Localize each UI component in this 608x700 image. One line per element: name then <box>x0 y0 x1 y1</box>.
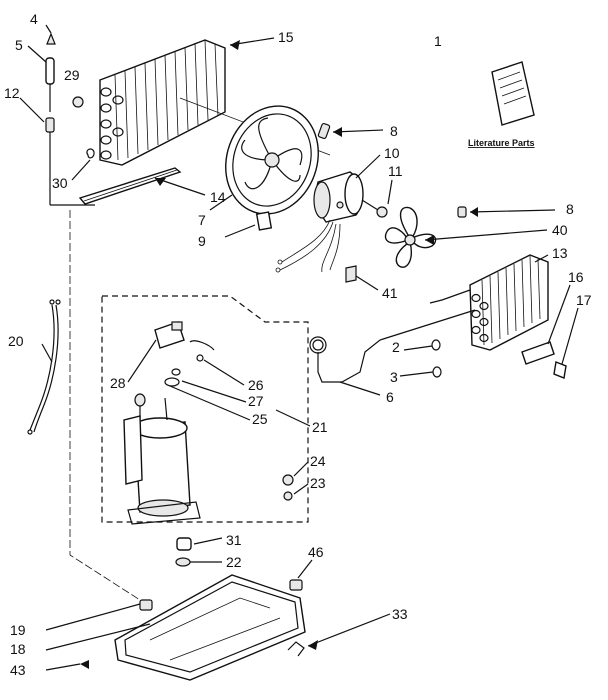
motor-wires <box>275 219 341 273</box>
literature-parts-label: Literature Parts <box>468 138 535 148</box>
label-28: 28 <box>110 375 126 391</box>
overload-28 <box>154 321 185 349</box>
bracket-33 <box>287 641 305 657</box>
label-16: 16 <box>568 269 584 285</box>
tubing <box>309 309 476 383</box>
evaporator-coil <box>429 254 549 351</box>
label-25: 25 <box>252 411 268 427</box>
label-1: 1 <box>434 33 442 49</box>
label-46: 46 <box>308 544 324 560</box>
label-23: 23 <box>310 475 326 491</box>
clip-17 <box>553 361 567 379</box>
filter-16 <box>521 341 555 365</box>
thermostat-probe <box>45 32 95 206</box>
fan-motor <box>313 171 379 223</box>
clip-30 <box>86 148 95 159</box>
label-41: 41 <box>382 285 398 301</box>
label-19: 19 <box>10 622 26 638</box>
label-12: 12 <box>4 85 20 101</box>
assembly-guide-line <box>69 210 141 601</box>
label-4: 4 <box>30 11 38 27</box>
label-21: 21 <box>312 419 328 435</box>
gasket-14 <box>78 167 182 205</box>
label-26: 26 <box>248 377 264 393</box>
label-11: 11 <box>388 163 403 179</box>
part-labels: 1 Literature Parts 2 3 4 5 6 7 8 8 9 10 … <box>4 11 592 678</box>
grommet-29 <box>72 96 84 108</box>
terminal-parts <box>164 340 215 387</box>
label-8-lower: 8 <box>566 201 574 217</box>
base-pan <box>114 574 306 681</box>
condenser-coil <box>99 39 226 166</box>
bracket-9 <box>255 211 273 231</box>
label-43: 43 <box>10 662 26 678</box>
label-15: 15 <box>278 29 294 45</box>
literature-booklet <box>491 61 535 126</box>
label-14: 14 <box>210 189 226 205</box>
label-7: 7 <box>198 212 206 228</box>
mount-41 <box>345 265 357 283</box>
nut-11 <box>376 206 388 218</box>
washer-23 <box>283 491 293 501</box>
label-30: 30 <box>52 175 68 191</box>
label-17: 17 <box>576 292 592 308</box>
clip-8-upper <box>317 123 331 139</box>
label-27: 27 <box>248 393 264 409</box>
label-18: 18 <box>10 641 26 657</box>
arrowheads <box>80 40 478 669</box>
label-22: 22 <box>226 554 242 570</box>
label-2: 2 <box>392 339 400 355</box>
condenser-fan <box>225 105 319 215</box>
evaporator-blower <box>384 206 437 268</box>
label-9: 9 <box>198 233 206 249</box>
wire-harness-20 <box>27 299 61 435</box>
label-3: 3 <box>390 369 398 385</box>
label-6: 6 <box>386 389 394 405</box>
sleeve-31 <box>176 537 192 551</box>
grommet-24 <box>282 474 294 486</box>
grommet-22 <box>175 557 191 567</box>
label-24: 24 <box>310 453 326 469</box>
label-29: 29 <box>64 67 80 83</box>
label-20: 20 <box>8 333 24 349</box>
ring-2 <box>431 339 441 351</box>
label-8-upper: 8 <box>390 123 398 139</box>
label-33: 33 <box>392 606 408 622</box>
label-13: 13 <box>552 245 568 261</box>
clip-8-lower <box>457 206 467 218</box>
label-31: 31 <box>226 532 242 548</box>
label-40: 40 <box>552 222 568 238</box>
label-5: 5 <box>15 37 23 53</box>
compressor <box>123 393 201 525</box>
ring-3 <box>432 366 442 378</box>
label-10: 10 <box>384 145 400 161</box>
compressor-assembly-box <box>101 295 309 523</box>
